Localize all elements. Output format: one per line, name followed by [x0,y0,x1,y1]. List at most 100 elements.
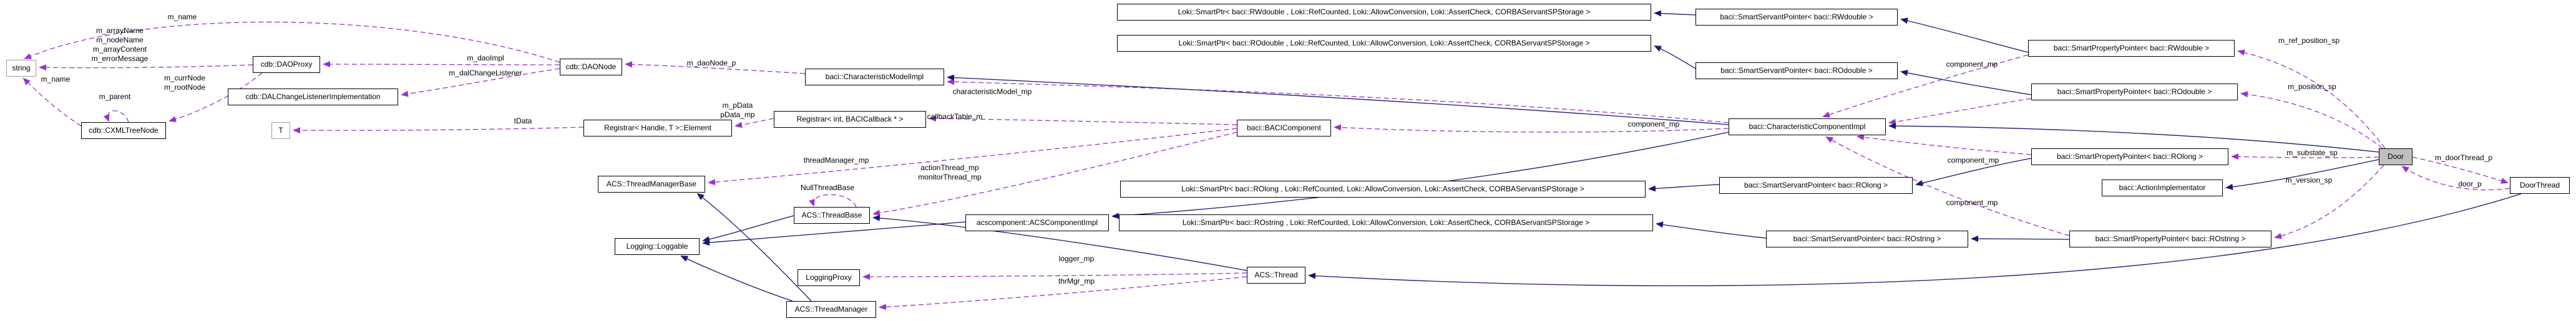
node-string[interactable]: string [6,60,36,77]
edge-acsthread-to-threadmgr [879,276,1247,310]
node-t[interactable]: T [271,122,290,139]
edge-cxmltreenode-to-string [22,77,82,127]
node-loggingproxy[interactable]: LoggingProxy [798,269,860,286]
node-loggable[interactable]: Logging::Loggable [615,238,700,255]
node-cci[interactable]: baci::CharacteristicComponentImpl [1729,118,1886,135]
edge-door-to-cci [1888,123,2379,153]
edge-label-threadmanager_mp: threadManager_mp [803,156,869,165]
node-loki_rostring[interactable]: Loki::SmartPtr< baci::ROstring , Loki::R… [1119,214,1653,231]
edge-daoproxy-to-string [39,64,253,71]
edge-label-m_version_sp: m_version_sp [2285,176,2333,184]
node-threadbase[interactable]: ACS::ThreadBase [794,207,870,224]
edge-spp_ro-to-cci [1888,98,2032,125]
edge-spp_rolong-to-cci [1856,134,2032,155]
node-loki_rolong[interactable]: Loki::SmartPtr< baci::ROlong , Loki::Ref… [1120,181,1646,198]
node-loki_rw[interactable]: Loki::SmartPtr< baci::RWdouble , Loki::R… [1117,4,1651,21]
edge-charmodelimpl-to-daonode [625,61,806,74]
node-ssp_rolong[interactable]: baci::SmartServantPointer< baci::ROlong … [1719,177,1913,194]
node-door[interactable]: Door [2379,148,2413,165]
edge-label-component_mp_left: component_mp [1627,120,1680,128]
edge-door-to-doorthread [2412,156,2509,184]
node-daonode[interactable]: cdb::DAONode [560,59,622,75]
edge-label-m_name_low: m_name [41,75,71,84]
node-actionimpl[interactable]: baci::ActionImplementator [2102,180,2223,196]
edge-label-characteristicmodel_mp: characteristicModel_mp [952,87,1032,96]
edge-daoproxy-to-cxmltreenode [168,72,263,122]
edge-bacicomponent-to-reg_int [929,115,1237,125]
edge-cci-to-acscompimpl [1111,132,1729,219]
edge-label-m_position_sp: m_position_sp [2288,82,2336,91]
edge-label-logger_mp: logger_mp [1058,254,1095,263]
edge-cci-to-charmodelimpl [947,79,1729,123]
node-ssp_rw[interactable]: baci::SmartServantPointer< baci::RWdoubl… [1695,9,1898,26]
node-charmodelimpl[interactable]: baci::CharacteristicModelImpl [805,69,944,85]
edge-label-component_mp_r1: component_mp [1946,60,1998,69]
edge-door-to-spp_ro [2240,91,2383,149]
edge-label-thrmgr_mp: thrMgr_mp [1058,277,1095,285]
edge-threadbase-to-threadbase [809,194,857,208]
edge-label-m_daoimpl: m_daoImpl [467,54,504,62]
edge-cci-to-bacicomponent [1334,124,1729,133]
node-acsthread[interactable]: ACS::Thread [1247,267,1305,284]
edge-spp_rostring-to-cci [1825,137,2070,236]
edge-spp_rw-to-ssp_rw [1900,17,2029,53]
node-dalchangelistener[interactable]: cdb::DALChangeListenerImplementation [228,89,398,105]
edge-door-to-spp_rolong [2231,153,2379,160]
edge-bacicomponent-to-threadbase [872,132,1237,216]
node-ssp_rostring[interactable]: baci::SmartServantPointer< baci::ROstrin… [1766,231,1968,247]
edge-ssp_rolong-to-loki_rolong [1648,184,1720,192]
edge-acsthread-to-threadbase [872,214,1247,271]
edge-acsthread-to-loggingproxy [862,272,1247,280]
edge-daonode-to-daoproxy [323,61,560,68]
edge-spp_rw-to-cci [1822,54,2029,118]
edge-doorthread-to-door [2401,165,2510,191]
node-threadmgrbase[interactable]: ACS::ThreadManagerBase [598,176,705,193]
node-ssp_ro[interactable]: baci::SmartServantPointer< baci::ROdoubl… [1695,62,1898,79]
edge-label-component_mp_r3: component_mp [1946,198,1998,207]
edge-label-tdata: tData [514,117,532,125]
edge-label-nullthreadbase: NullThreadBase [800,183,855,192]
edge-spp_ro-to-ssp_ro [1900,70,2032,95]
edge-reg_handle-to-t [293,127,584,134]
node-reg_int[interactable]: Registrar< int, BACICallback * > [774,111,926,128]
node-doorthread[interactable]: DoorThread [2510,177,2570,194]
edge-cxmltreenode-to-cxmltreenode [103,110,129,123]
node-reg_handle[interactable]: Registrar< Handle, T >::Element [583,120,732,137]
edge-label-callbacktable_m: callbackTable_m [927,112,983,121]
edge-door-to-spp_rw [2237,49,2386,149]
edge-label-m_name_top: m_name [167,12,197,21]
edge-ssp_ro-to-loki_ro [1654,46,1696,69]
edge-label-m_doorthread_p: m_doorThread_p [2434,153,2493,162]
node-spp_ro[interactable]: baci::SmartPropertyPointer< baci::ROdoub… [2031,84,2238,100]
edge-label-door_p: door_p [2458,180,2482,188]
edge-door-to-spp_rostring [2274,165,2384,239]
edge-label-m_dalchangelistener: m_dalChangeListener [449,69,522,77]
node-daoproxy[interactable]: cdb::DAOProxy [253,56,320,73]
edge-threadmgr-to-loggable [680,256,793,302]
edge-label-m_daonode_p: m_daoNode_p [686,59,736,67]
node-spp_rolong[interactable]: baci::SmartPropertyPointer< baci::ROlong… [2031,148,2228,165]
edge-threadmgr-to-threadmgrbase [696,193,812,302]
node-acscompimpl[interactable]: acscomponent::ACSComponentImpl [965,214,1109,231]
edge-threadbase-to-loggable [702,215,794,242]
node-loki_ro[interactable]: Loki::SmartPtr< baci::ROdouble , Loki::R… [1117,35,1651,52]
edge-daonode-to-dalchangelistener [401,68,560,97]
node-spp_rostring[interactable]: baci::SmartPropertyPointer< baci::ROstri… [2069,231,2271,247]
edge-label-m_substate_sp: m_substate_sp [2286,148,2338,157]
edge-door-to-actionimpl [2225,159,2379,190]
edge-daonode-to-string [24,21,560,63]
edge-cci-to-charmodelimpl [947,74,1729,125]
edge-ssp_rostring-to-loki_rostring [1656,221,1767,239]
edge-doorthread-to-acsthread [1308,193,2522,287]
node-bacicomponent[interactable]: baci::BACIComponent [1237,120,1331,137]
node-threadmgr[interactable]: ACS::ThreadManager [786,301,876,318]
edge-spp_rolong-to-ssp_rolong [1915,158,2032,186]
edge-acscompimpl-to-loggable [702,221,966,246]
node-cxmltreenode[interactable]: cdb::CXMLTreeNode [81,122,166,139]
node-spp_rw[interactable]: baci::SmartPropertyPointer< baci::RWdoub… [2028,40,2235,57]
